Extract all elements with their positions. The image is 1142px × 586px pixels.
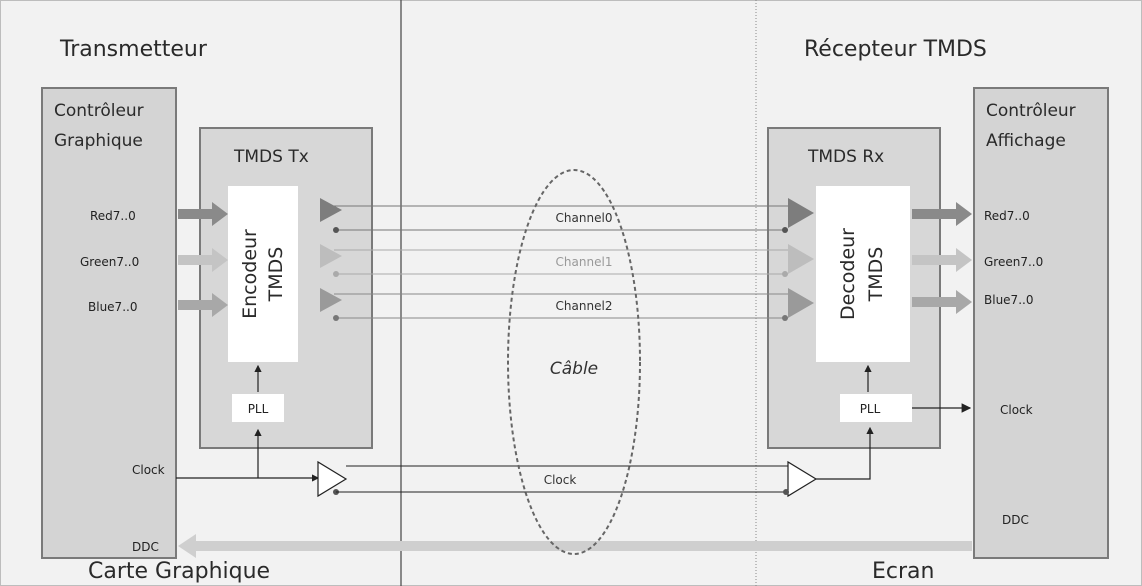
rx-clock-buffer <box>787 460 818 498</box>
tx-buffers <box>320 198 342 321</box>
rx-green-arrow <box>912 248 972 272</box>
rx-clock-to-pll <box>816 426 874 480</box>
graphics-controller-label-2: Graphique <box>54 131 143 151</box>
tx-pll-label: PLL <box>248 402 269 416</box>
graphics-card-title: Carte Graphique <box>88 559 270 584</box>
display-controller-box <box>973 87 1109 559</box>
tx-pll-box <box>232 394 284 422</box>
rx-green-label: Green7..0 <box>984 255 1043 269</box>
receiver-title: Récepteur TMDS <box>804 37 987 62</box>
channel2-label: Channel2 <box>556 299 613 313</box>
rx-red-label: Red7..0 <box>984 209 1030 223</box>
decoder-label-1: Decodeur <box>837 228 859 320</box>
rx-clock-buffer-dot <box>783 489 789 495</box>
tmds-rx-title: TMDS Rx <box>807 147 884 167</box>
tx-blue-label: Blue7..0 <box>88 300 137 314</box>
ddc-bus-arrow <box>178 534 972 558</box>
tmds-tx-title: TMDS Tx <box>233 147 309 167</box>
rx-ddc-label: DDC <box>1002 513 1029 527</box>
clock-channel-label: Clock <box>544 473 577 487</box>
tx-ddc-label: DDC <box>132 540 159 554</box>
tx-green-arrow <box>178 248 228 272</box>
tx-red-arrow <box>178 202 228 226</box>
channel0-lines <box>334 205 788 231</box>
rx-red-arrow <box>912 202 972 226</box>
tx-clock-buffer <box>317 460 348 498</box>
channel1-lines <box>334 249 788 275</box>
encoder-block <box>228 186 298 362</box>
cable-label: Câble <box>550 359 598 379</box>
transmitter-title: Transmetteur <box>59 37 208 62</box>
screen-title: Ecran <box>872 559 934 584</box>
rx-blue-arrow <box>912 290 972 314</box>
encoder-label-2: TMDS <box>265 247 287 303</box>
cable-ellipse <box>507 169 641 555</box>
graphics-controller-box <box>41 87 177 559</box>
rx-buffers <box>782 198 814 321</box>
rx-pll-label: PLL <box>860 402 881 416</box>
decoder-label-2: TMDS <box>865 247 887 303</box>
channel2-lines <box>334 293 788 319</box>
channel0-label: Channel0 <box>556 211 613 225</box>
rx-pll-box <box>840 394 912 422</box>
rx-blue-label: Blue7..0 <box>984 293 1033 307</box>
encoder-label-1: Encodeur <box>239 229 261 319</box>
display-controller-label-2: Affichage <box>986 131 1066 151</box>
rx-clock-label: Clock <box>1000 403 1033 417</box>
tx-red-label: Red7..0 <box>90 209 136 223</box>
tx-clock-label: Clock <box>132 463 165 477</box>
display-controller-label-1: Contrôleur <box>986 101 1076 121</box>
graphics-controller-label-1: Contrôleur <box>54 101 144 121</box>
decoder-block <box>816 186 910 362</box>
tx-blue-arrow <box>178 293 228 317</box>
channel1-label: Channel1 <box>556 255 613 269</box>
tx-green-label: Green7..0 <box>80 255 139 269</box>
